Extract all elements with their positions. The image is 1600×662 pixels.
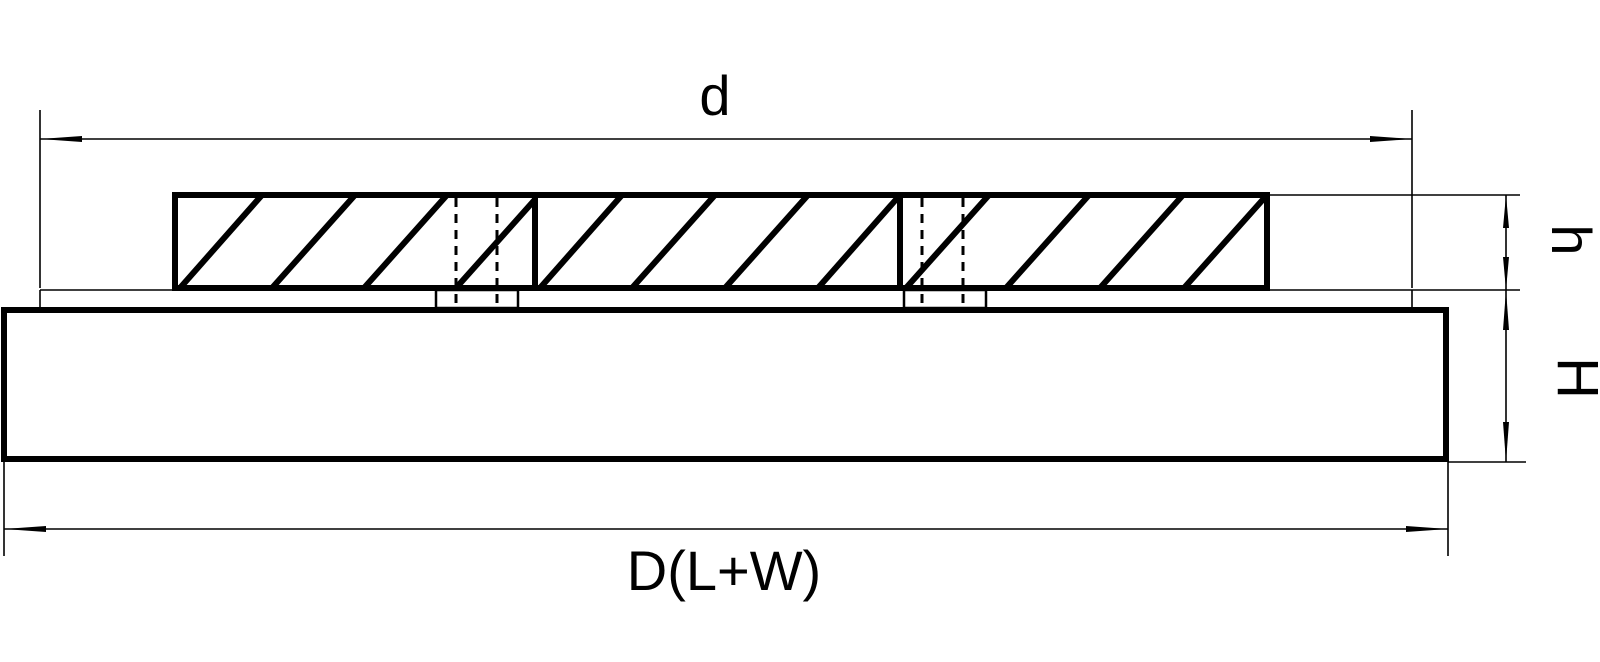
dimension-label-D: D(L+W) (627, 539, 821, 602)
dimension-h: h (1270, 194, 1600, 291)
connector-clip-left (434, 288, 520, 310)
arrowhead (1503, 422, 1509, 462)
panel-middle (532, 192, 903, 291)
arrowhead (1370, 136, 1412, 142)
dimension-label-H: H (1545, 357, 1600, 399)
connector-clip-right (902, 288, 988, 310)
base-block (1, 307, 1449, 462)
dimension-D: D(L+W) (3, 462, 1449, 602)
hatch-left (177, 195, 535, 288)
arrowhead (40, 136, 82, 142)
panel-left (172, 192, 538, 306)
arrowhead (1503, 195, 1509, 228)
hatch-right (903, 195, 1267, 288)
arrowhead (1503, 290, 1509, 330)
dimension-label-d: d (699, 64, 730, 127)
dimension-label-h: h (1540, 224, 1600, 255)
panel-right (897, 192, 1270, 306)
dimension-d: d (39, 64, 1413, 288)
arrowhead (1406, 526, 1448, 532)
hatch-middle (537, 195, 900, 288)
arrowhead (1503, 257, 1509, 290)
dimension-H: H (1448, 290, 1600, 463)
arrowhead (4, 526, 46, 532)
